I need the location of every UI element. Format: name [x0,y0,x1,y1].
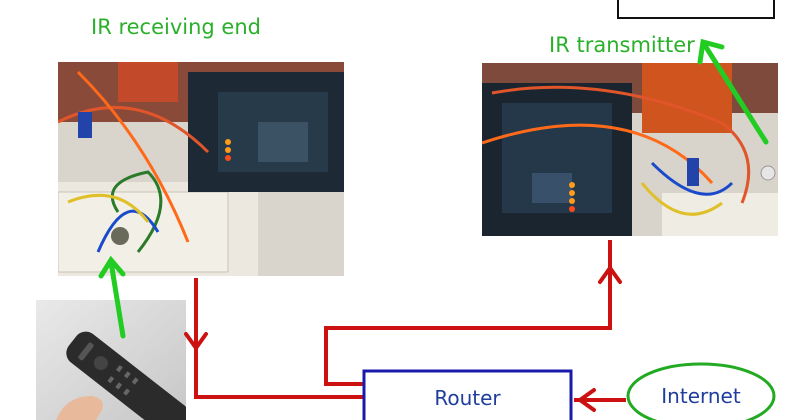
internet-label: Internet [661,384,741,408]
ir-arrows [98,38,769,339]
transmitter-photo [482,63,778,236]
ir-arrow-transmitter-up [701,41,769,145]
ir-receiving-end-label: IR receiving end [91,15,261,39]
receiver-photo-image [58,62,344,276]
router-to-receiver-line [194,278,364,399]
router-label: Router [434,386,501,410]
top-right-box [617,0,775,19]
router-to-transmitter-line [324,240,612,386]
arrowhead-left-router [576,388,596,412]
router-box [362,369,573,420]
remote-photo-image [36,300,186,420]
receiver-photo [58,62,344,276]
remote-photo [36,300,186,420]
arrowhead-up-transmitter [598,264,622,284]
transmitter-photo-image [482,63,778,236]
internet-ellipse [626,362,776,420]
ir-arrow-remote-head [98,255,126,279]
ir-transmitter-label: IR transmitter [549,33,695,57]
ir-arrow-remote-to-receiver [108,259,126,339]
ir-arrow-transmitter-head [697,38,725,65]
arrowhead-down-receiver [184,332,208,352]
signal-arrowheads [184,264,622,412]
